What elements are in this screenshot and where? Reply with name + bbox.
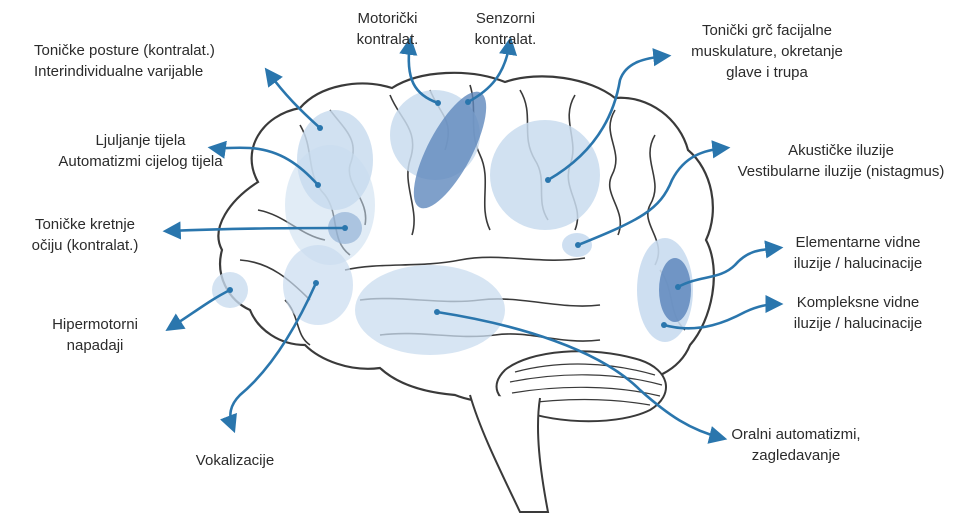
- label-sensory: Senzorni kontralat.: [458, 8, 553, 50]
- region-temporal: [355, 265, 505, 355]
- label-oral: Oralni automatizmi, zagledavanje: [716, 424, 876, 466]
- label-hypermotor: Hipermotorni napadaji: [30, 314, 160, 356]
- region-parietal: [490, 120, 600, 230]
- region-visual-primary: [659, 258, 691, 322]
- label-line: Senzorni: [458, 8, 553, 29]
- label-line: Toničke kretnje: [10, 214, 160, 235]
- label-line: očiju (kontralat.): [10, 235, 160, 256]
- label-line: Oralni automatizmi,: [716, 424, 876, 445]
- label-line: napadaji: [30, 335, 160, 356]
- label-line: muskulature, okretanje: [672, 41, 862, 62]
- label-line: Interindividualne varijable: [34, 61, 215, 82]
- label-line: Ljuljanje tijela: [38, 130, 243, 151]
- label-motor: Motorički kontralat.: [340, 8, 435, 50]
- label-vocalization: Vokalizacije: [170, 450, 300, 471]
- label-acoustic: Akustičke iluzije Vestibularne iluzije (…: [728, 140, 954, 182]
- label-line: Automatizmi cijelog tijela: [38, 151, 243, 172]
- label-complex-visual: Kompleksne vidne iluzije / halucinacije: [768, 292, 948, 334]
- label-line: kontralat.: [458, 29, 553, 50]
- label-tonic-posture: Toničke posture (kontralat.) Interindivi…: [34, 40, 215, 82]
- label-line: glave i trupa: [672, 62, 862, 83]
- label-line: Vokalizacije: [170, 450, 300, 471]
- brainstem: [470, 395, 548, 512]
- label-line: Vestibularne iluzije (nistagmus): [728, 161, 954, 182]
- arrow-hypermotor: [170, 290, 230, 328]
- label-body-rocking: Ljuljanje tijela Automatizmi cijelog tij…: [38, 130, 243, 172]
- label-line: iluzije / halucinacije: [768, 313, 948, 334]
- label-line: kontralat.: [340, 29, 435, 50]
- label-line: Elementarne vidne: [768, 232, 948, 253]
- region-frontal-large: [285, 145, 375, 265]
- label-eye-movements: Toničke kretnje očiju (kontralat.): [10, 214, 160, 256]
- label-line: zagledavanje: [716, 445, 876, 466]
- label-facial-spasm: Tonički grč facijalne muskulature, okret…: [672, 20, 862, 83]
- label-line: Akustičke iluzije: [728, 140, 954, 161]
- label-line: Tonički grč facijalne: [672, 20, 862, 41]
- label-line: Toničke posture (kontralat.): [34, 40, 215, 61]
- label-line: Hipermotorni: [30, 314, 160, 335]
- label-line: iluzije / halucinacije: [768, 253, 948, 274]
- label-elementary-visual: Elementarne vidne iluzije / halucinacije: [768, 232, 948, 274]
- label-line: Kompleksne vidne: [768, 292, 948, 313]
- label-line: Motorički: [340, 8, 435, 29]
